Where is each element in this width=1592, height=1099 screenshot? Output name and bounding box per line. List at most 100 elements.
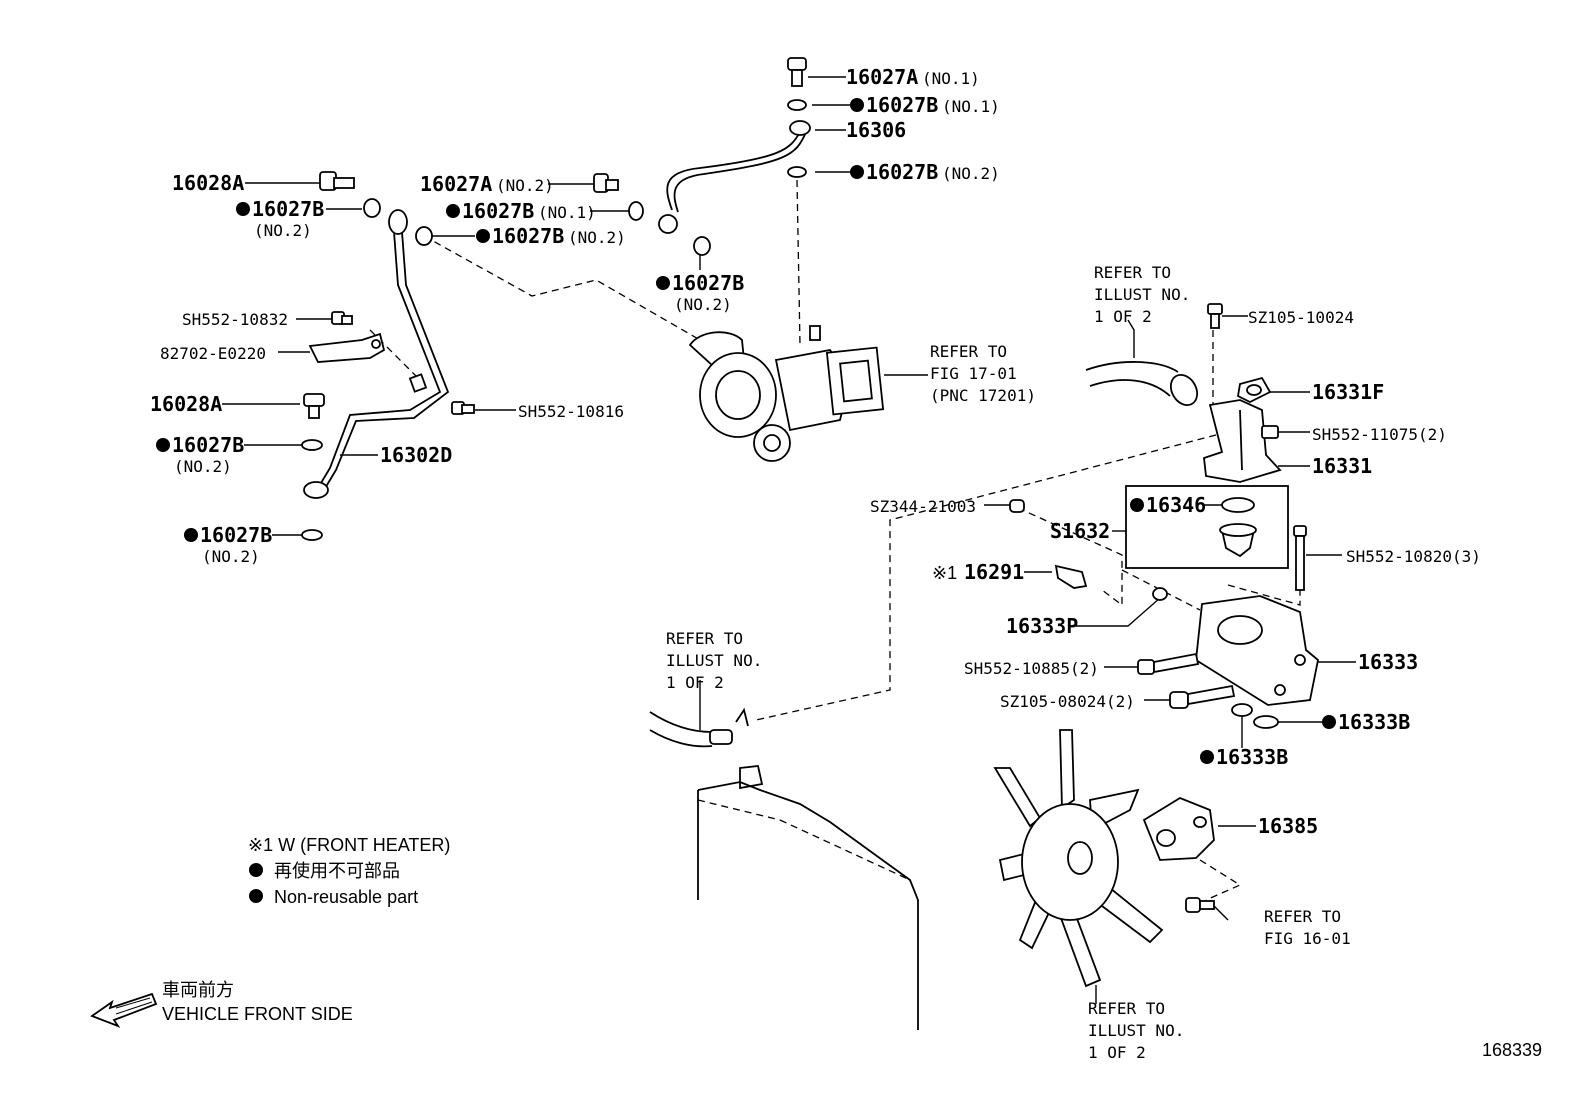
legend-bullet-en <box>249 889 263 903</box>
washer-16027B-no1 <box>628 201 644 221</box>
part-label: 16027B(NO.2) <box>476 224 626 248</box>
part-label: S1632 <box>1050 519 1110 543</box>
vehicle-front-indicator: 車両前方 VEHICLE FRONT SIDE <box>90 980 353 1028</box>
hose-upper <box>1085 361 1199 406</box>
part-number: 16346 <box>1146 493 1206 517</box>
washer-16027B-no2-center <box>693 236 711 256</box>
part-label: 82702-E0220 <box>160 344 266 363</box>
hose-lower <box>649 680 749 748</box>
part-number: SZ105-10024 <box>1248 308 1354 327</box>
part-label: 16027A(NO.2) <box>420 172 554 196</box>
part-number: 16027A <box>420 172 492 196</box>
part-label: 16028A <box>150 392 222 416</box>
washer-16027B-no2-top <box>787 166 807 178</box>
part-label: 16331F <box>1312 380 1384 404</box>
part-number: 16331 <box>1312 454 1372 478</box>
non-reusable-bullet-icon <box>850 165 864 179</box>
washer-16027B-left-top <box>363 198 381 218</box>
part-number-suffix: (NO.1) <box>922 69 980 88</box>
part-label: 16331 <box>1312 454 1372 478</box>
part-label: SH552-10832 <box>182 310 288 329</box>
part-number: 16027B <box>172 433 244 457</box>
part-number-suffix: (NO.2) <box>496 176 554 195</box>
non-reusable-bullet-icon <box>184 528 198 542</box>
part-label: 16027B(NO.2) <box>184 523 272 566</box>
non-reusable-bullet-icon <box>156 438 170 452</box>
reference-note-line: ILLUST NO. <box>1088 1021 1184 1040</box>
o-ring-16333B-a <box>1231 703 1253 717</box>
part-label: 16027B(NO.2) <box>656 271 744 314</box>
part-label: 16291 <box>964 560 1024 584</box>
assembly-dashes <box>369 179 1301 901</box>
part-label: 16027B(NO.2) <box>236 197 324 240</box>
gasket-16346 <box>1221 497 1255 513</box>
legend-en: Non-reusable part <box>274 887 418 907</box>
bolt-SZ105-08024 <box>1169 684 1236 709</box>
front-label-jp: 車両前方 <box>162 980 234 1000</box>
part-number: 16333B <box>1216 745 1288 769</box>
part-label: 16027B(NO.1) <box>850 93 1000 117</box>
part-label: 16027B(NO.1) <box>446 199 596 223</box>
figure-number: 168339 <box>1482 1040 1542 1060</box>
part-label: 16302D <box>380 443 452 467</box>
non-reusable-bullet-icon <box>1322 715 1336 729</box>
part-number: SH552-10816 <box>518 402 624 421</box>
part-number: 16028A <box>172 171 244 195</box>
front-arrow-icon <box>90 992 158 1028</box>
part-number-suffix: (NO.1) <box>538 203 596 222</box>
part-label: 16027B(NO.2) <box>156 433 244 476</box>
bolt-SH552-10820 <box>1293 525 1307 591</box>
reference-note-line: 1 OF 2 <box>1088 1043 1146 1062</box>
part-number: SH552-10885(2) <box>964 659 1099 678</box>
part-number: 16027B <box>492 224 564 248</box>
part-number: 82702-E0220 <box>160 344 266 363</box>
reference-note-line: FIG 16-01 <box>1264 929 1351 948</box>
part-label: SH552-11075(2) <box>1312 425 1447 444</box>
part-number: SZ105-08024(2) <box>1000 692 1135 711</box>
part-number: 16302D <box>380 443 452 467</box>
o-ring-16333B-b <box>1253 715 1279 729</box>
bolt-16028A-top <box>319 171 355 191</box>
part-number: 16331F <box>1312 380 1384 404</box>
part-number: 16333P <box>1006 614 1078 638</box>
plug-SZ344-21003 <box>1009 499 1025 513</box>
note-mark: ※1 <box>932 563 957 583</box>
non-reusable-bullet-icon <box>850 98 864 112</box>
part-number: SH552-10832 <box>182 310 288 329</box>
part-number: 16306 <box>846 118 906 142</box>
part-label: 16027B(NO.2) <box>850 160 1000 184</box>
clamp <box>408 373 428 393</box>
washer-16027B-lower <box>301 439 323 451</box>
oil-pipe-16306 <box>658 120 811 234</box>
washer-16027B-no1-top <box>787 99 807 111</box>
reference-note-line: REFER TO <box>666 629 743 648</box>
washer-16027B-left-2 <box>415 226 433 246</box>
part-label: SZ105-08024(2) <box>1000 692 1135 711</box>
legend-note1: ※1 W (FRONT HEATER) <box>248 835 450 855</box>
bolt-16027A-no1 <box>787 57 807 87</box>
legend-bullet-jp <box>249 863 263 877</box>
part-number-suffix: (NO.2) <box>568 228 626 247</box>
bolt-SH552-10885 <box>1137 652 1200 675</box>
bolt-SZ105-10024 <box>1207 303 1223 329</box>
part-label: SH552-10820(3) <box>1346 547 1481 566</box>
reference-note-line: REFER TO <box>1094 263 1171 282</box>
part-number: 16027A <box>846 65 918 89</box>
part-number: 16385 <box>1258 814 1318 838</box>
non-reusable-bullet-icon <box>656 276 670 290</box>
reference-note-line: ILLUST NO. <box>1094 285 1190 304</box>
part-number-suffix: (NO.2) <box>674 295 732 314</box>
cooling-fan <box>993 729 1164 1004</box>
reference-note-line: REFER TO <box>1088 999 1165 1018</box>
part-number: 16333 <box>1358 650 1418 674</box>
part-label: 16027A(NO.1) <box>846 65 980 89</box>
bolt-16028A-lower <box>303 393 325 419</box>
part-label: 16385 <box>1258 814 1318 838</box>
non-reusable-bullet-icon <box>1200 750 1214 764</box>
part-number: 16291 <box>964 560 1024 584</box>
part-number: SH552-10820(3) <box>1346 547 1481 566</box>
part-number: SH552-11075(2) <box>1312 425 1447 444</box>
part-label: 16346 <box>1130 493 1206 517</box>
oil-pipe-16302D <box>303 209 450 499</box>
